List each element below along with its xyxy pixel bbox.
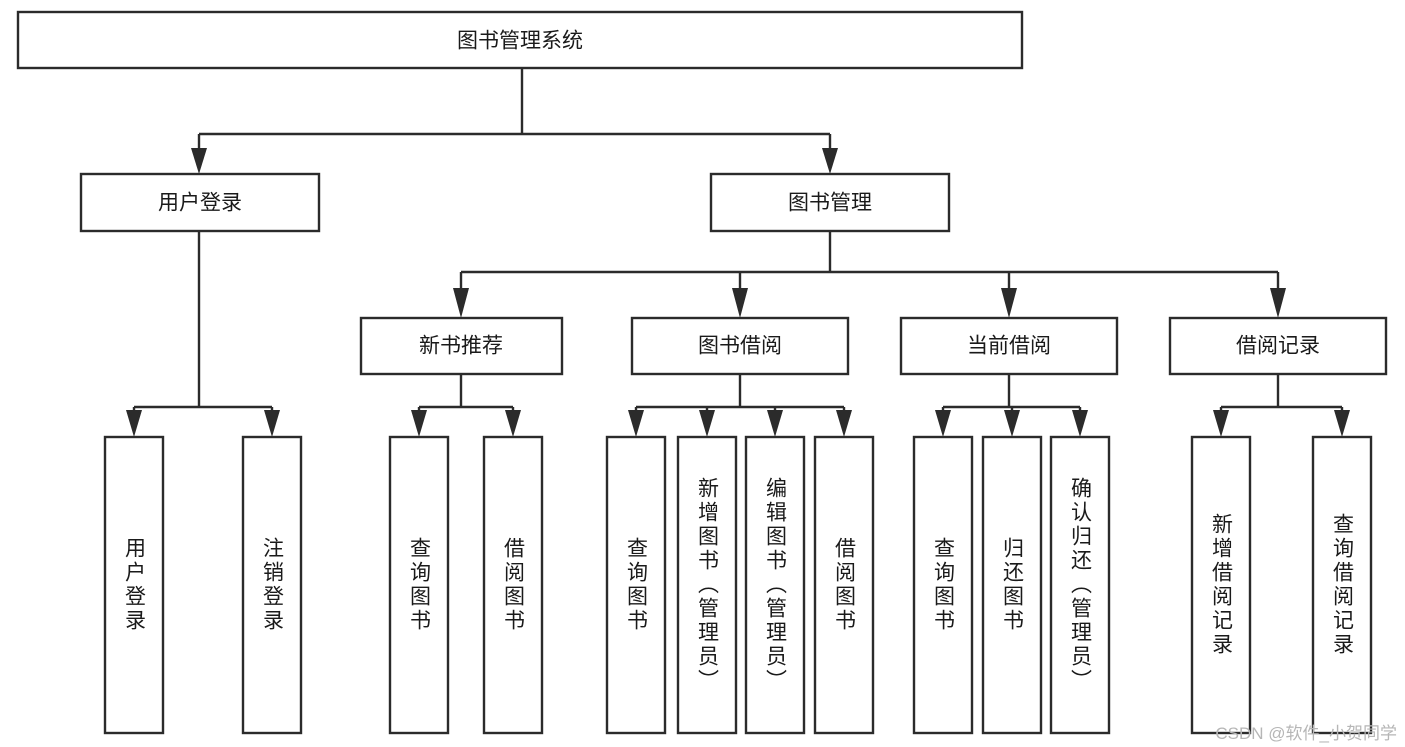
node-leaf-return-book-box[interactable]	[981, 435, 1043, 735]
node-leaf-edit-book-box[interactable]	[744, 435, 806, 735]
node-book-borrow-label: 图书借阅	[698, 335, 782, 358]
node-leaf-confirm-return-box[interactable]	[1049, 435, 1111, 735]
arrowhead-current-borrow	[1001, 288, 1017, 318]
node-current-borrow[interactable]: 当前借阅	[899, 316, 1119, 376]
arrowhead-leaf-confirm-return	[1072, 410, 1088, 437]
leaf-box-layer	[103, 435, 1373, 735]
arrowhead-user-login	[191, 148, 207, 174]
arrowhead-leaf-edit-book	[767, 410, 783, 437]
node-borrow-record-box[interactable]	[1168, 316, 1388, 376]
node-book-borrow[interactable]: 图书借阅	[630, 316, 850, 376]
node-leaf-user-login-box[interactable]	[103, 435, 165, 735]
node-leaf-query-book-borrow-box[interactable]	[605, 435, 667, 735]
node-new-book-rec[interactable]: 新书推荐	[359, 316, 564, 376]
node-user-login-box[interactable]	[79, 172, 321, 233]
node-leaf-add-book-box[interactable]	[676, 435, 738, 735]
node-leaf-query-book-cur-box[interactable]	[912, 435, 974, 735]
node-root-label: 图书管理系统	[457, 30, 583, 53]
node-current-borrow-box[interactable]	[899, 316, 1119, 376]
arrowhead-leaf-add-book	[699, 410, 715, 437]
arrowhead-leaf-borrow-book	[836, 410, 852, 437]
arrowhead-leaf-return-book	[1004, 410, 1020, 437]
node-borrow-record[interactable]: 借阅记录	[1168, 316, 1388, 376]
arrowhead-leaf-user-logout	[264, 410, 280, 437]
node-book-borrow-box[interactable]	[630, 316, 850, 376]
arrowhead-leaf-query-record	[1334, 410, 1350, 437]
connector-layer	[126, 68, 1350, 437]
node-current-borrow-label: 当前借阅	[967, 335, 1051, 358]
node-user-login[interactable]: 用户登录	[79, 172, 321, 233]
node-book-manage-label: 图书管理	[788, 192, 872, 215]
node-leaf-borrow-book-box[interactable]	[813, 435, 875, 735]
node-leaf-add-record-box[interactable]	[1190, 435, 1252, 735]
node-leaf-user-logout-box[interactable]	[241, 435, 303, 735]
node-book-manage[interactable]: 图书管理	[709, 172, 951, 233]
arrowhead-new-book-rec	[453, 288, 469, 318]
node-book-manage-box[interactable]	[709, 172, 951, 233]
arrowhead-borrow-record	[1270, 288, 1286, 318]
node-new-book-rec-box[interactable]	[359, 316, 564, 376]
node-user-login-label: 用户登录	[158, 192, 242, 215]
node-leaf-query-record-box[interactable]	[1311, 435, 1373, 735]
arrowhead-book-manage	[822, 148, 838, 174]
arrowhead-leaf-query-book-cur	[935, 410, 951, 437]
arrowhead-book-borrow	[732, 288, 748, 318]
node-leaf-query-book-rec-box[interactable]	[388, 435, 450, 735]
arrowhead-leaf-borrow-book-rec	[505, 410, 521, 437]
node-new-book-rec-label: 新书推荐	[419, 335, 503, 358]
arrowhead-leaf-query-book-borrow	[628, 410, 644, 437]
node-borrow-record-label: 借阅记录	[1236, 335, 1320, 358]
arrowhead-leaf-query-book-rec	[411, 410, 427, 437]
node-leaf-borrow-book-rec-box[interactable]	[482, 435, 544, 735]
arrowhead-leaf-user-login	[126, 410, 142, 437]
node-root[interactable]: 图书管理系统	[16, 10, 1024, 70]
node-root-box[interactable]	[16, 10, 1024, 70]
arrowhead-leaf-add-record	[1213, 410, 1229, 437]
